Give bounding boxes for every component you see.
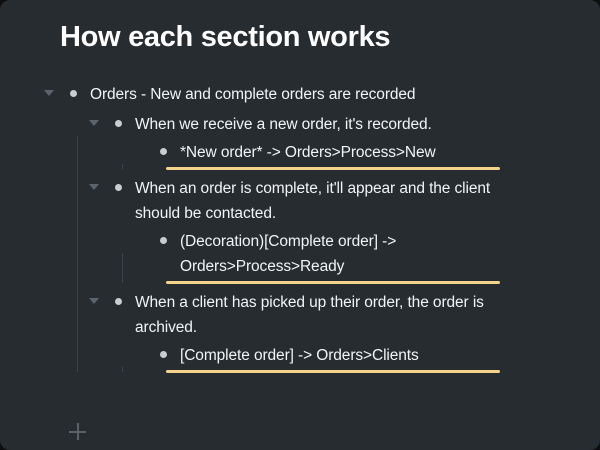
outline-item-label: *New order* -> Orders>Process>New — [180, 144, 436, 161]
highlight-underline — [166, 167, 500, 170]
bullet-dot-icon[interactable] — [107, 176, 129, 198]
page-title: How each section works — [60, 21, 391, 53]
outline-item-section-2: When an order is complete, it'll appear … — [0, 176, 600, 285]
outline-tree: Orders - New and complete orders are rec… — [0, 82, 600, 374]
outline-item-label: Orders - New and complete orders are rec… — [90, 86, 416, 103]
triangle-down-icon[interactable] — [87, 112, 101, 134]
outline-row[interactable]: *New order* -> Orders>Process>New — [0, 140, 600, 171]
outline-row[interactable]: Orders - New and complete orders are rec… — [0, 82, 600, 107]
outline-item-root: Orders - New and complete orders are rec… — [0, 82, 600, 374]
outline-children: (Decoration)[Complete order] -> Orders>P… — [0, 229, 600, 285]
bullet-dot-icon[interactable] — [152, 343, 174, 365]
triangle-down-icon[interactable] — [87, 176, 101, 198]
bullet-dot-icon[interactable] — [62, 82, 84, 104]
indent-guide-level-2 — [122, 253, 123, 283]
highlight-underline — [166, 281, 500, 284]
outline-item-label: When an order is complete, it'll appear … — [135, 180, 491, 222]
outline-item-leaf-3: [Complete order] -> Orders>Clients — [0, 343, 600, 374]
outline-item-label: When we receive a new order, it's record… — [135, 116, 432, 133]
outline-item-section-1: When we receive a new order, it's record… — [0, 112, 600, 171]
outline-item-section-3: When a client has picked up their order,… — [0, 290, 600, 374]
outline-row[interactable]: When an order is complete, it'll appear … — [0, 176, 600, 226]
outline-row[interactable]: When we receive a new order, it's record… — [0, 112, 600, 137]
indent-guide-level-2 — [122, 367, 123, 372]
outline-children: *New order* -> Orders>Process>New — [0, 140, 600, 171]
highlight-underline — [166, 370, 500, 373]
outline-row[interactable]: [Complete order] -> Orders>Clients — [0, 343, 600, 374]
outline-item-label: (Decoration)[Complete order] -> Orders>P… — [180, 233, 397, 275]
bullet-dot-icon[interactable] — [107, 290, 129, 312]
outline-item-label: [Complete order] -> Orders>Clients — [180, 347, 419, 364]
triangle-down-icon[interactable] — [87, 290, 101, 312]
indent-guide-level-1 — [77, 136, 78, 372]
bullet-dot-icon[interactable] — [107, 112, 129, 134]
indent-guide-level-2 — [122, 164, 123, 169]
outline-item-leaf-2: (Decoration)[Complete order] -> Orders>P… — [0, 229, 600, 285]
triangle-down-icon[interactable] — [42, 82, 56, 104]
outline-children: [Complete order] -> Orders>Clients — [0, 343, 600, 374]
outline-row[interactable]: When a client has picked up their order,… — [0, 290, 600, 340]
outline-row[interactable]: (Decoration)[Complete order] -> Orders>P… — [0, 229, 600, 285]
outline-item-leaf-1: *New order* -> Orders>Process>New — [0, 140, 600, 171]
bullet-dot-icon[interactable] — [152, 140, 174, 162]
plus-icon[interactable] — [69, 423, 86, 440]
outline-children: When we receive a new order, it's record… — [0, 112, 600, 374]
outline-item-label: When a client has picked up their order,… — [135, 294, 484, 336]
bullet-dot-icon[interactable] — [152, 229, 174, 251]
